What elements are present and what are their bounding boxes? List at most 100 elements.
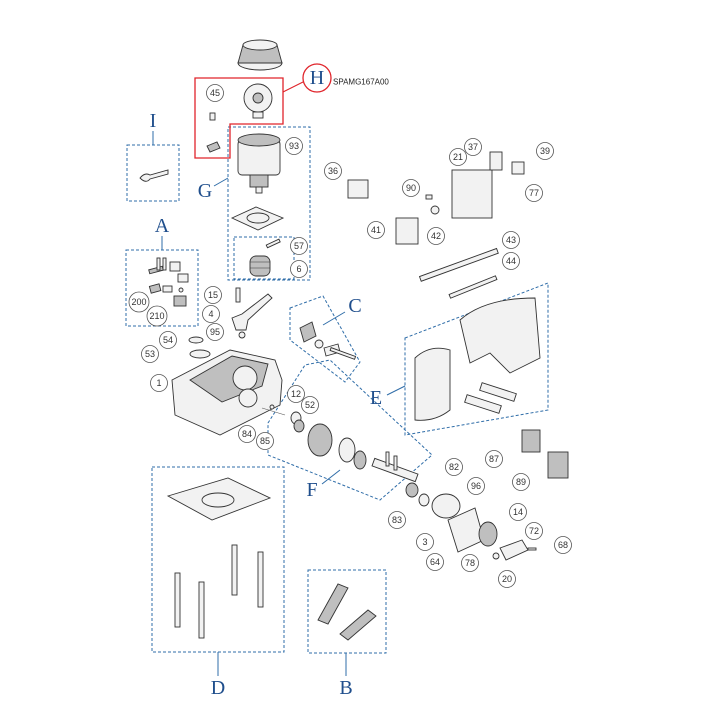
cable-43 [418,247,499,282]
part-number-77: 77 [529,188,539,198]
ring-54 [188,336,204,344]
part-number-3: 3 [422,537,427,547]
part-number-4: 4 [208,309,213,319]
callout-circle-96 [467,477,485,495]
callout-circle-77 [525,184,543,202]
callout-circle-83 [388,511,406,529]
callout-circle-93 [285,137,303,155]
callout-circle-43 [502,231,520,249]
part-number-52: 52 [305,400,315,410]
part-number-72: 72 [529,526,539,536]
group-h-leader [282,81,304,93]
callout-circle-52 [301,396,319,414]
group-c-leader [322,311,346,326]
part-number-78: 78 [465,558,475,568]
part-number-95: 95 [210,327,220,337]
part-number-20: 20 [502,574,512,584]
group-f-leader [321,469,341,485]
part-number-39: 39 [540,146,550,156]
group-label-h: H [310,67,324,89]
group-label-g: G [198,180,212,202]
callout-circle-78 [461,554,479,572]
washer-95 [238,331,246,339]
group-f-parts [307,423,419,483]
pin-15 [235,287,241,303]
cover-72 [499,539,529,561]
callout-circle-95 [206,323,224,341]
callout-circle-87 [485,450,503,468]
group-g-inner-box [233,236,295,280]
shaft-84 [261,407,286,416]
rack-89 [547,451,569,479]
group-i-box [126,144,180,202]
part-number-210: 210 [149,311,164,321]
transformer-36 [347,179,369,199]
group-label-i: I [150,110,157,132]
bolt-12 [269,404,275,410]
group-label-b: B [339,677,352,699]
part-number-57: 57 [294,241,304,251]
part-number-1: 1 [156,378,161,388]
callout-circle-53 [141,345,159,363]
callout-circle-210 [146,305,168,327]
motor [237,133,281,194]
fan-cover [237,39,283,71]
small-part-45 [209,112,216,121]
part-number-64: 64 [430,557,440,567]
callout-circle-42 [427,227,445,245]
callout-circle-44 [502,252,520,270]
callout-circle-37 [464,138,482,156]
rack-87 [521,429,541,453]
group-e-parts [414,297,541,421]
washer-78 [492,552,500,560]
release-lever-4 [231,293,273,331]
callout-circle-82 [445,458,463,476]
gasket-hole [246,212,270,224]
part-number-45: 45 [210,88,220,98]
callout-circle-36 [324,162,342,180]
callout-circle-12 [287,385,305,403]
part-number-15: 15 [208,290,218,300]
part-number-82: 82 [449,462,459,472]
callout-circle-1 [150,374,168,392]
callout-circle-72 [525,522,543,540]
callout-circle-41 [367,221,385,239]
callout-circle-84 [238,425,256,443]
bearing-85 [293,419,305,433]
callout-circle-6 [290,260,308,278]
group-b-box [307,569,387,654]
part-number-53: 53 [145,349,155,359]
gear-14 [478,521,498,547]
screw-68 [527,547,537,551]
ring-53 [189,349,211,359]
part-number-36: 36 [328,166,338,176]
board-41 [395,217,419,245]
callout-circle-54 [159,331,177,349]
group-c-box [289,295,361,383]
capacitor-39 [511,161,525,175]
group-label-f: F [306,479,317,501]
part-number-37: 37 [468,142,478,152]
part-number-96: 96 [471,481,481,491]
part-number-41: 41 [371,225,381,235]
group-e-leader [386,385,406,396]
part-number-200: 200 [131,297,146,307]
cable-44 [448,275,498,299]
tube-37 [489,151,503,171]
group-label-a: A [155,215,170,237]
part-number-6: 6 [296,264,301,274]
part-number-14: 14 [513,507,523,517]
group-h-box [194,77,284,159]
main-housing [171,349,283,436]
callout-circle-4 [202,305,220,323]
group-g-leader [213,177,229,187]
pin-57 [265,238,281,249]
callout-circle-39 [536,142,554,160]
part-number-87: 87 [489,454,499,464]
callout-circle-45 [206,84,224,102]
bracket-42 [430,205,440,215]
part-number-85: 85 [260,436,270,446]
control-board-21 [451,169,493,219]
group-label-c: C [348,295,361,317]
